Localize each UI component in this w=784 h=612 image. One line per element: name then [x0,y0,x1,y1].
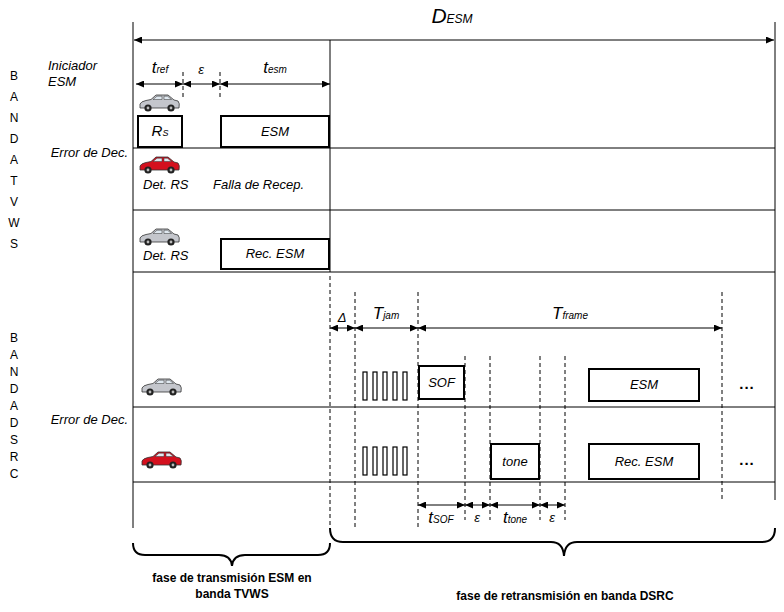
lane-line [133,148,775,482]
time-marker [355,292,356,528]
lane-line [133,407,775,408]
band-label: BANDA TVWS [8,66,20,255]
box-text: tone [502,454,527,470]
vehicle-icon [142,379,181,396]
process-box: tone [490,443,540,480]
lane-line [133,272,775,273]
process-box: ESM [588,368,700,402]
timing-label: Tframe [552,304,588,326]
dimension-arrow [330,328,355,329]
dimension-arrow [540,505,565,506]
lane-line [133,210,775,211]
phase-brace [133,528,775,566]
jam-signal [403,447,407,475]
vehicle-label: Iniciador ESM [48,58,118,90]
jam-signal [403,372,407,400]
time-marker [220,72,221,98]
process-box: SOF [418,365,465,400]
dimension-arrow [465,505,490,506]
jam-signal [373,372,377,400]
vehicle-icon [140,95,181,469]
status-label: Det. RS [143,248,189,264]
vehicle-icon [140,157,179,174]
jam-signal [383,372,387,400]
process-box: Rec. ESM [220,238,330,270]
status-label: Det. RS [143,177,189,193]
dimension-arrow [355,328,418,329]
timing-label: ttone [503,508,527,530]
box-text: RS [152,121,169,143]
duration-label: DESM [431,4,472,31]
phase-brace [133,543,330,566]
timing-label: tref [152,58,168,80]
frame-line [775,22,776,500]
timing-label: tSOF [428,508,453,530]
time-marker [183,72,722,528]
timing-label: tesm [263,58,287,80]
box-text: ESM [261,124,289,140]
timing-label: Δ [338,310,347,326]
process-box: Rec. ESM [588,443,700,480]
dimension-arrow [183,84,220,85]
box-text: Rec. ESM [615,454,674,470]
lane-line [133,482,775,483]
dimension-arrow [220,84,330,85]
time-marker [490,356,491,520]
vehicle-label: Error de Dec. [51,145,128,161]
time-marker [540,356,541,520]
ellipsis: ... [739,376,755,392]
phase-brace [330,528,775,556]
jam-signal [383,447,387,475]
jam-signal [373,447,377,475]
time-marker [722,292,723,500]
timing-label: ε [549,510,555,526]
box-text: ESM [630,377,658,393]
dimension-arrow [134,40,774,41]
vehicle-label: Error de Dec. [51,412,128,428]
ellipsis: ... [739,452,755,468]
jam-signal [363,372,367,400]
time-marker [565,356,566,520]
frame-line [133,22,775,528]
jam-signal [393,372,397,400]
vehicle-icon [140,229,179,246]
jam-signal [363,372,407,475]
process-box: ESM [220,115,330,148]
box-text: SOF [428,375,455,391]
vehicle-icon [140,95,179,112]
time-marker [418,292,419,528]
dimension-arrow [490,505,540,506]
time-marker [183,72,184,98]
frame-line [133,22,134,528]
timing-label: ε [474,510,480,526]
jam-signal [363,447,367,475]
vehicle-icon [142,452,181,469]
time-marker [330,276,331,528]
jam-signal [393,447,397,475]
dimension-arrow [418,328,722,329]
timing-label: Tjam [373,304,400,326]
phase-label: fase de retransmisión en banda DSRC [456,588,673,604]
dimension-arrow [134,40,774,505]
dimension-arrow [418,505,465,506]
dimension-arrow [136,84,183,85]
process-box: RS [137,115,183,148]
box-text: Rec. ESM [246,246,305,262]
timing-label: ε [198,62,204,78]
status-label: Falla de Recep. [213,177,304,193]
phase-label: fase de transmisión ESM en banda TVWS [152,570,312,602]
band-label: BANDA DSRC [8,330,20,483]
